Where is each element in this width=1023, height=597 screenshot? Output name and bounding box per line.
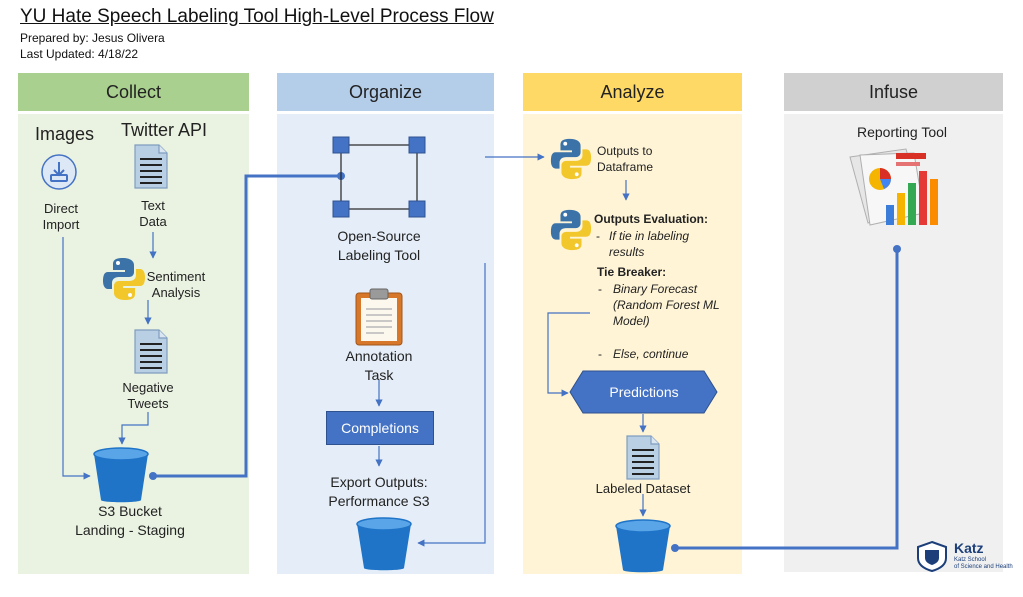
report-charts-icon: [849, 148, 938, 226]
twitter-api-label: Twitter API: [121, 120, 208, 140]
document-icon: [626, 435, 660, 480]
infuse-header: Infuse: [784, 73, 1003, 111]
evaluation-dash: -: [596, 229, 600, 243]
completions-box: Completions: [326, 411, 434, 445]
bucket-icon: [93, 447, 149, 503]
predictions-shape: [569, 370, 718, 414]
clipboard-icon: [355, 288, 403, 346]
katz-logo-icon: [917, 540, 947, 572]
page-title: YU Hate Speech Labeling Tool High-Level …: [20, 6, 494, 27]
document-icon: [134, 329, 168, 374]
else-item: Else, continue: [613, 347, 689, 361]
images-label: Images: [35, 124, 95, 144]
download-icon: [41, 154, 77, 190]
python-icon: [103, 258, 145, 300]
collect-header: Collect: [18, 73, 249, 111]
tie-breaker-title: Tie Breaker:: [597, 265, 667, 279]
reporting-tool-label: Reporting Tool: [856, 124, 948, 140]
bucket-to-labeling-line: [153, 174, 341, 478]
selection-frame-icon: [332, 136, 426, 218]
document-icon: [134, 144, 168, 189]
tie-breaker-dash: -: [598, 282, 602, 296]
analyze-column: [523, 114, 742, 574]
bucket-icon: [615, 519, 671, 573]
outputs-evaluation-title: Outputs Evaluation:: [594, 212, 708, 226]
analyze-header: Analyze: [523, 73, 742, 111]
organize-header: Organize: [277, 73, 494, 111]
katz-logo-name: Katz: [954, 540, 984, 556]
else-dash: -: [598, 347, 602, 361]
python-icon: [550, 209, 592, 251]
dataset-to-reporting-line: [675, 249, 899, 550]
labeled-dataset-label: Labeled Dataset: [595, 481, 691, 496]
last-updated: Last Updated: 4/18/22: [20, 47, 139, 61]
export-outputs-label: Export Outputs:Performance S3: [328, 474, 430, 509]
python-icon: [550, 138, 592, 180]
bucket-icon: [356, 517, 412, 571]
predictions-label: Predictions: [609, 384, 679, 400]
prepared-by: Prepared by: Jesus Olivera: [20, 31, 165, 45]
